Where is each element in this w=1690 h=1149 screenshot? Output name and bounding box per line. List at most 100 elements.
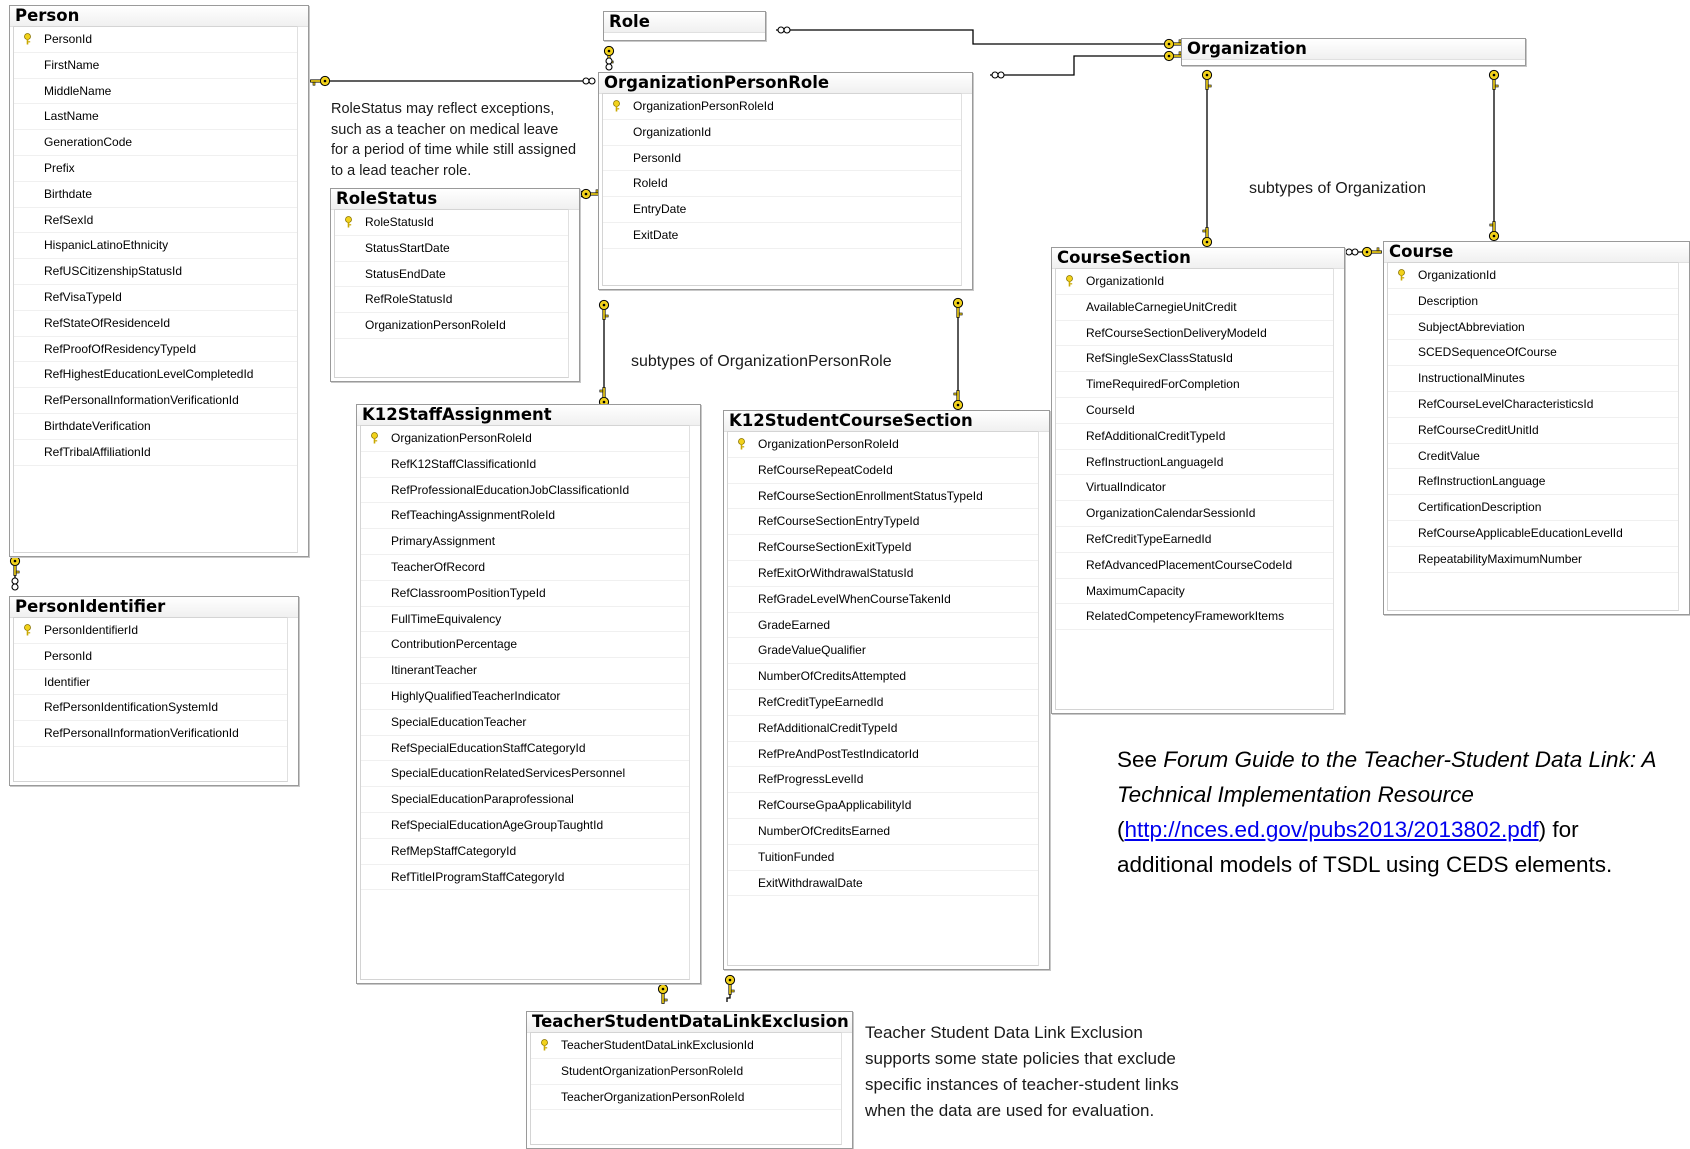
table-column[interactable]: CreditValue	[1388, 444, 1678, 470]
table-column[interactable]: TeacherOrganizationPersonRoleId	[531, 1085, 841, 1111]
table-column[interactable]: RefCreditTypeEarnedId	[1056, 527, 1333, 553]
table-column[interactable]: RefCourseApplicableEducationLevelId	[1388, 521, 1678, 547]
table-column[interactable]: SpecialEducationParaprofessional	[361, 787, 689, 813]
table-column[interactable]: LastName	[14, 104, 297, 131]
table-column[interactable]: RefCourseSectionEnrollmentStatusTypeId	[728, 484, 1038, 510]
table-column[interactable]: RefExitOrWithdrawalStatusId	[728, 561, 1038, 587]
table-column[interactable]: RefProgressLevelId	[728, 767, 1038, 794]
table-column[interactable]: SubjectAbbreviation	[1388, 315, 1678, 341]
table-column[interactable]: RefRoleStatusId	[335, 287, 568, 314]
table-column[interactable]: ContributionPercentage	[361, 632, 689, 659]
table-column[interactable]: RefCreditTypeEarnedId	[728, 690, 1038, 716]
table-column[interactable]: OrganizationPersonRoleId	[603, 94, 961, 120]
table-column[interactable]: TeacherOfRecord	[361, 555, 689, 581]
table-column[interactable]: HispanicLatinoEthnicity	[14, 233, 297, 260]
table-column[interactable]: RefVisaTypeId	[14, 285, 297, 311]
table-column[interactable]: StudentOrganizationPersonRoleId	[531, 1059, 841, 1085]
table-column[interactable]: MiddleName	[14, 79, 297, 105]
table-column[interactable]: RefClassroomPositionTypeId	[361, 581, 689, 607]
table-column[interactable]: TeacherStudentDataLinkExclusionId	[531, 1033, 841, 1059]
table-column[interactable]: StatusEndDate	[335, 262, 568, 288]
table-column[interactable]: NumberOfCreditsAttempted	[728, 664, 1038, 690]
table-column[interactable]: RefPersonIdentificationSystemId	[14, 695, 287, 722]
table-column[interactable]: RefCourseSectionDeliveryModeId	[1056, 321, 1333, 347]
table-column[interactable]: RefAdvancedPlacementCourseCodeId	[1056, 553, 1333, 579]
table-column[interactable]: InstructionalMinutes	[1388, 366, 1678, 392]
table-column[interactable]: BirthdateVerification	[14, 414, 297, 440]
table-column[interactable]: GradeEarned	[728, 613, 1038, 639]
table-column[interactable]: PersonIdentifierId	[14, 618, 287, 644]
table-column[interactable]: Prefix	[14, 156, 297, 182]
table-column[interactable]: RefInstructionLanguageId	[1056, 450, 1333, 476]
table-column[interactable]: Identifier	[14, 670, 287, 696]
table-column[interactable]: RefUSCitizenshipStatusId	[14, 259, 297, 285]
table-column[interactable]: TuitionFunded	[728, 845, 1038, 871]
table-column[interactable]: StatusStartDate	[335, 236, 568, 262]
table-column[interactable]: RefCourseSectionEntryTypeId	[728, 509, 1038, 536]
table-organization[interactable]: Organization	[1181, 38, 1526, 66]
table-column[interactable]: MaximumCapacity	[1056, 579, 1333, 605]
table-column[interactable]: Description	[1388, 289, 1678, 315]
table-column[interactable]: GenerationCode	[14, 130, 297, 156]
table-column[interactable]: OrganizationPersonRoleId	[335, 313, 568, 339]
table-column[interactable]: RefK12StaffClassificationId	[361, 452, 689, 478]
table-column[interactable]: HighlyQualifiedTeacherIndicator	[361, 684, 689, 710]
table-column[interactable]: CertificationDescription	[1388, 495, 1678, 521]
table-column[interactable]: OrganizationPersonRoleId	[361, 426, 689, 452]
table-column[interactable]: RefPersonalInformationVerificationId	[14, 721, 287, 747]
forum-guide-link[interactable]: http://nces.ed.gov/pubs2013/2013802.pdf	[1124, 817, 1539, 842]
table-column[interactable]: FullTimeEquivalency	[361, 607, 689, 633]
table-column[interactable]: RoleStatusId	[335, 210, 568, 236]
table-column[interactable]: RefMepStaffCategoryId	[361, 839, 689, 865]
table-k12-student-course-section[interactable]: K12StudentCourseSection OrganizationPers…	[723, 410, 1050, 970]
table-column[interactable]: OrganizationCalendarSessionId	[1056, 501, 1333, 527]
table-column[interactable]: EntryDate	[603, 197, 961, 223]
table-column[interactable]: OrganizationId	[1388, 263, 1678, 289]
table-column[interactable]: RefProofOfResidencyTypeId	[14, 337, 297, 363]
table-column[interactable]: NumberOfCreditsEarned	[728, 819, 1038, 845]
table-column[interactable]: ExitDate	[603, 223, 961, 249]
table-column[interactable]: CourseId	[1056, 398, 1333, 424]
table-column[interactable]: RefAdditionalCreditTypeId	[728, 716, 1038, 742]
table-column[interactable]: RefTeachingAssignmentRoleId	[361, 503, 689, 530]
table-organization-person-role[interactable]: OrganizationPersonRole OrganizationPerso…	[598, 72, 973, 290]
table-column[interactable]: RoleId	[603, 171, 961, 198]
table-column[interactable]: RefTribalAffiliationId	[14, 440, 297, 466]
table-tsdl-exclusion[interactable]: TeacherStudentDataLinkExclusion TeacherS…	[526, 1011, 853, 1149]
table-column[interactable]: GradeValueQualifier	[728, 638, 1038, 665]
table-column[interactable]: RefSexId	[14, 208, 297, 234]
table-column[interactable]: OrganizationPersonRoleId	[728, 432, 1038, 458]
table-k12-staff-assignment[interactable]: K12StaffAssignment OrganizationPersonRol…	[356, 404, 701, 984]
table-column[interactable]: TimeRequiredForCompletion	[1056, 372, 1333, 398]
table-column[interactable]: PrimaryAssignment	[361, 529, 689, 555]
table-column[interactable]: RefSpecialEducationAgeGroupTaughtId	[361, 813, 689, 839]
table-column[interactable]: SpecialEducationRelatedServicesPersonnel	[361, 761, 689, 788]
table-column[interactable]: RefHighestEducationLevelCompletedId	[14, 362, 297, 389]
table-column[interactable]: PersonId	[14, 27, 297, 53]
table-column[interactable]: FirstName	[14, 53, 297, 79]
table-column[interactable]: RefGradeLevelWhenCourseTakenId	[728, 587, 1038, 613]
table-column[interactable]: PersonId	[14, 644, 287, 670]
table-column[interactable]: RefPreAndPostTestIndicatorId	[728, 742, 1038, 768]
table-column[interactable]: RefSpecialEducationStaffCategoryId	[361, 736, 689, 762]
table-column[interactable]: RepeatabilityMaximumNumber	[1388, 547, 1678, 573]
table-column[interactable]: SpecialEducationTeacher	[361, 710, 689, 736]
table-column[interactable]: ItinerantTeacher	[361, 658, 689, 684]
table-column[interactable]: RefCourseSectionExitTypeId	[728, 535, 1038, 561]
table-column[interactable]: RefPersonalInformationVerificationId	[14, 388, 297, 414]
table-role[interactable]: Role	[603, 11, 766, 41]
table-column[interactable]: RefSingleSexClassStatusId	[1056, 346, 1333, 373]
table-column[interactable]: Birthdate	[14, 182, 297, 208]
table-column[interactable]: RefCourseLevelCharacteristicsId	[1388, 392, 1678, 418]
table-column[interactable]: RefCourseRepeatCodeId	[728, 458, 1038, 484]
table-column[interactable]: RefCourseGpaApplicabilityId	[728, 793, 1038, 819]
table-column[interactable]: RefAdditionalCreditTypeId	[1056, 424, 1333, 450]
table-column[interactable]: RefTitleIProgramStaffCategoryId	[361, 865, 689, 891]
table-column[interactable]: RelatedCompetencyFrameworkItems	[1056, 604, 1333, 631]
table-column[interactable]: VirtualIndicator	[1056, 475, 1333, 502]
